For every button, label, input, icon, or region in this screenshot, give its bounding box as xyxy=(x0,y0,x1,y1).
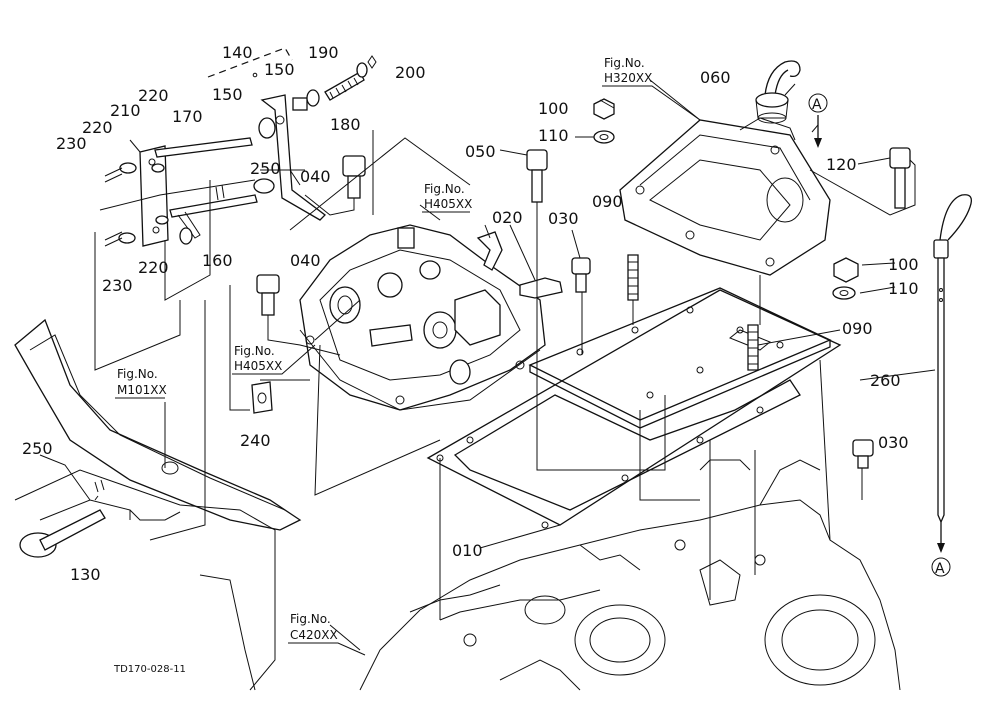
label-110-right: 110 xyxy=(888,279,919,298)
label-030-right: 030 xyxy=(878,433,909,452)
engine-housing xyxy=(359,459,901,691)
oil-filler-cap xyxy=(755,60,801,124)
valve-cover xyxy=(619,117,831,276)
label-220-top: 220 xyxy=(138,86,169,105)
label-010: 010 xyxy=(452,541,483,560)
ref-m101-line1: Fig.No. xyxy=(117,367,158,381)
label-230-bottom: 230 xyxy=(102,276,133,295)
ref-h320-line1: Fig.No. xyxy=(604,56,645,70)
label-210: 210 xyxy=(110,101,141,120)
marker-a-top: A xyxy=(812,97,822,113)
fittings-020 xyxy=(476,231,563,299)
label-140: 140 xyxy=(222,43,253,62)
stud-090 xyxy=(627,254,759,371)
label-040-mid: 040 xyxy=(290,251,321,270)
pin-130 xyxy=(19,479,106,558)
label-030-center: 030 xyxy=(548,209,579,228)
label-190: 190 xyxy=(308,43,339,62)
label-220-left: 220 xyxy=(82,118,113,137)
ref-m101-line2: M101XX xyxy=(117,383,167,397)
label-240: 240 xyxy=(240,431,271,450)
label-250-top: 250 xyxy=(250,159,281,178)
label-170: 170 xyxy=(172,107,203,126)
label-220-bottom: 220 xyxy=(138,258,169,277)
frame xyxy=(14,318,302,691)
plate-240 xyxy=(251,381,273,414)
marker-circle-top xyxy=(808,93,828,113)
marker-arrows xyxy=(814,115,945,553)
leader-lines xyxy=(39,79,936,651)
gasket xyxy=(426,289,842,529)
label-160: 160 xyxy=(202,251,233,270)
dipstick xyxy=(933,194,973,524)
group-bracket-140 xyxy=(207,47,293,78)
label-060: 060 xyxy=(700,68,731,87)
label-050: 050 xyxy=(465,142,496,161)
ref-h320-line2: H320XX xyxy=(604,71,652,85)
drawing-code: TD170-028-11 xyxy=(113,664,186,675)
ref-h405-left-line1: Fig.No. xyxy=(234,344,275,358)
label-090-left: 090 xyxy=(592,192,623,211)
label-100-top: 100 xyxy=(538,99,569,118)
marker-circle-bottom xyxy=(931,557,951,577)
marker-a-bottom: A xyxy=(935,561,945,577)
label-120: 120 xyxy=(826,155,857,174)
label-130: 130 xyxy=(70,565,101,584)
governor-linkage xyxy=(104,55,377,247)
label-260: 260 xyxy=(870,371,901,390)
label-110-top: 110 xyxy=(538,126,569,145)
label-150-left: 150 xyxy=(212,85,243,104)
label-150-right: 150 xyxy=(264,60,295,79)
governor-housing xyxy=(299,224,546,411)
ref-h405-top-line2: H405XX xyxy=(424,197,472,211)
label-250-left: 250 xyxy=(22,439,53,458)
label-020: 020 xyxy=(492,208,523,227)
label-200: 200 xyxy=(395,63,426,82)
label-230-top: 230 xyxy=(56,134,87,153)
label-100-right: 100 xyxy=(888,255,919,274)
ref-h405-top-line1: Fig.No. xyxy=(424,182,465,196)
label-040-top: 040 xyxy=(300,167,331,186)
ref-c420-line2: C420XX xyxy=(290,628,338,642)
bolts xyxy=(526,147,911,469)
ref-h405-left-line2: H405XX xyxy=(234,359,282,373)
top-plate xyxy=(528,287,832,429)
label-090-right: 090 xyxy=(842,319,873,338)
label-180: 180 xyxy=(330,115,361,134)
ref-c420-line1: Fig.No. xyxy=(290,612,331,626)
nuts-washers xyxy=(593,98,859,300)
